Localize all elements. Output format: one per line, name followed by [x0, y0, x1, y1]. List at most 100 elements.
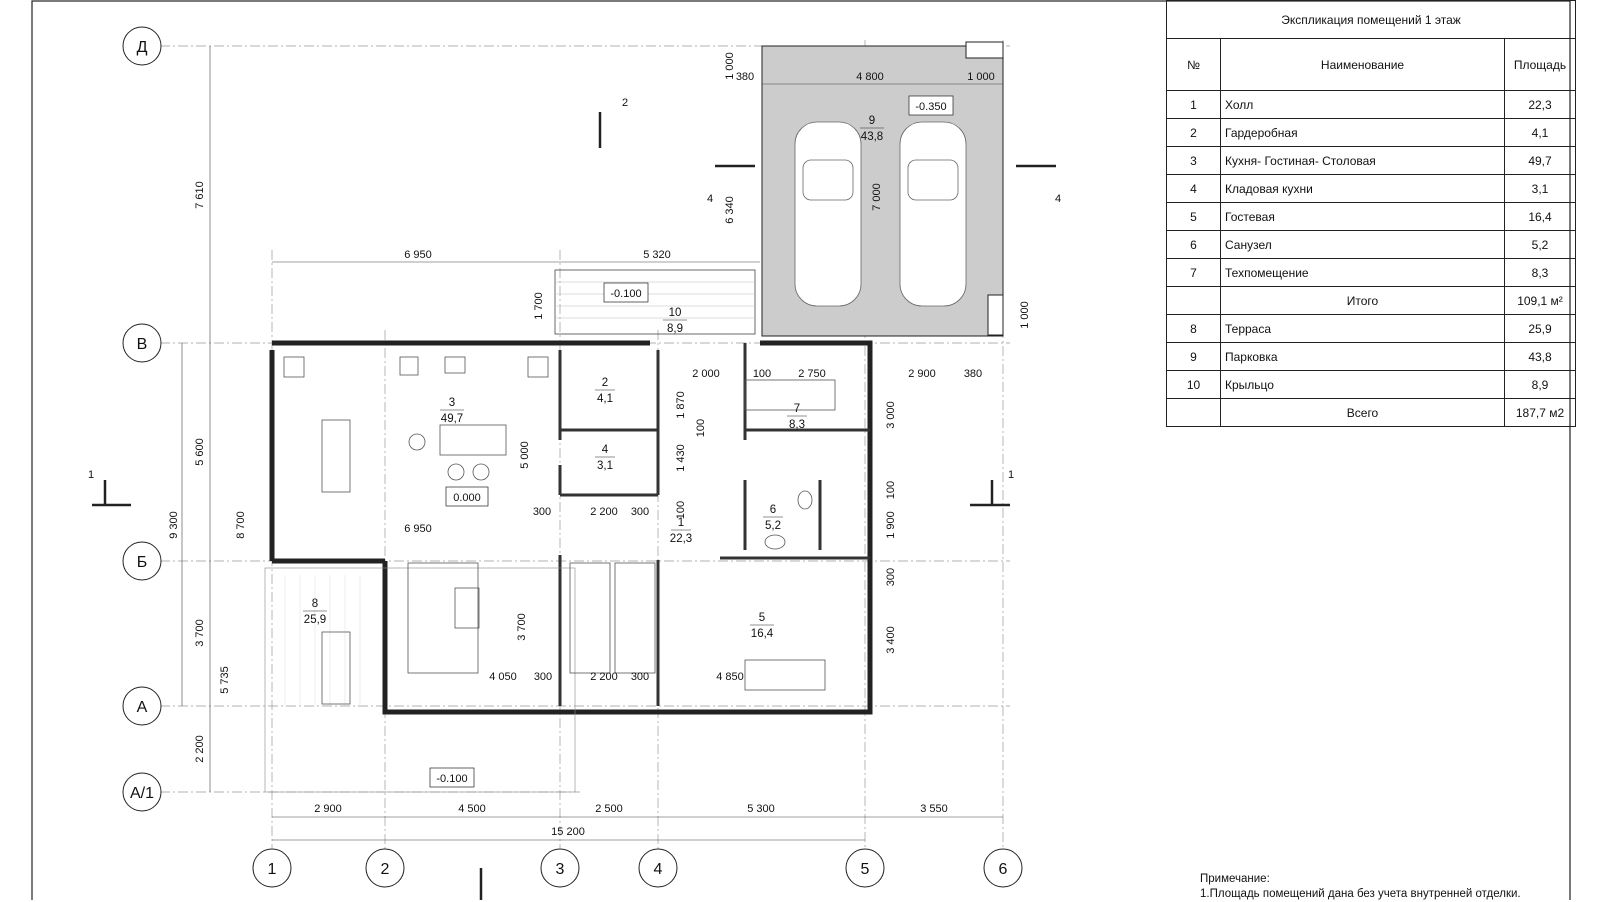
axis-label-col: 1 — [268, 861, 277, 878]
cell-number: 3 — [1166, 146, 1221, 175]
dimension-text: 8 700 — [235, 511, 247, 539]
cell-name: Гостевая — [1220, 202, 1505, 231]
column-header-area: Площадь — [1504, 38, 1576, 91]
dimension-text: 2 200 — [194, 735, 206, 763]
car-icon — [899, 121, 967, 307]
section-markers — [92, 112, 1056, 900]
dimension-text: 9 300 — [168, 511, 180, 539]
room-area: 3,1 — [597, 460, 613, 472]
room-explication-table: Экспликация помещений 1 этаж № Наименова… — [1166, 0, 1576, 427]
cell-number: 9 — [1166, 342, 1221, 371]
dimension-texts: 2 900 4 500 2 500 5 300 3 550 15 200 7 6… — [168, 52, 1031, 838]
dimension-lines — [181, 46, 1003, 841]
dimension-text: 3 550 — [920, 803, 948, 815]
cell-number: 8 — [1166, 314, 1221, 343]
garage-column — [987, 294, 1004, 336]
dimension-text: 4 850 — [716, 671, 744, 683]
subtotal-label: Итого — [1220, 286, 1505, 315]
cell-number: 6 — [1166, 230, 1221, 259]
dimension-text: 1 000 — [724, 52, 736, 80]
cell-area: 3,1 — [1504, 174, 1576, 203]
dimension-text: 380 — [736, 71, 754, 83]
dimension-text: 1 870 — [675, 391, 687, 419]
level-marks: 0.000 -0.100 -0.350 -0.100 — [429, 95, 954, 788]
dimension-text: 3 400 — [885, 626, 897, 654]
axis-label-row: В — [137, 336, 148, 353]
porch-outline — [554, 269, 756, 335]
room-number: 6 — [770, 504, 776, 516]
dimension-text: 5 000 — [519, 441, 531, 469]
garage-column — [965, 41, 1004, 59]
room-area: 8,9 — [667, 323, 683, 335]
cell-name: Кладовая кухни — [1220, 174, 1505, 203]
notes-block: Примечание: 1.Площадь помещений дана без… — [1200, 872, 1521, 902]
terrace-table-icon — [321, 631, 351, 705]
axis-bubble-row — [122, 686, 162, 726]
axis-label-col: 2 — [381, 861, 390, 878]
column-header-name: Наименование — [1220, 38, 1505, 91]
axis-bubble-col — [365, 848, 405, 888]
axis-label-row: А — [137, 699, 148, 716]
section-label: 1 — [88, 469, 94, 481]
sink-icon — [444, 356, 466, 374]
dimension-text: 2 900 — [314, 803, 342, 815]
terrace-outline — [264, 567, 576, 793]
section-label: 1 — [1008, 469, 1014, 481]
dimension-text: 100 — [753, 368, 771, 380]
section-label: 4 — [707, 193, 713, 205]
stove-icon — [399, 356, 419, 376]
table-title: Экспликация помещений 1 этаж — [1166, 0, 1576, 39]
total-area: 187,7 м2 — [1504, 398, 1576, 427]
room-area: 5,2 — [765, 520, 781, 532]
dimension-text: 380 — [964, 368, 982, 380]
room-number: 10 — [669, 307, 682, 319]
dimension-text: 3 700 — [516, 613, 528, 641]
dimension-text: 300 — [885, 568, 897, 586]
toilet-icon — [797, 490, 813, 510]
dimension-text: 300 — [533, 506, 551, 518]
axis-bubble-row — [122, 323, 162, 363]
car-icons — [794, 121, 967, 307]
axis-label-row: Б — [137, 554, 148, 571]
cell-area: 22,3 — [1504, 90, 1576, 119]
dimension-text: 100 — [675, 501, 687, 519]
dimension-text: 6 340 — [724, 196, 736, 224]
porch-steps — [555, 281, 755, 319]
exterior-walls — [269, 340, 873, 715]
section-labels: 1 1 2 4 4 — [88, 97, 1061, 481]
axis-label-row: А/1 — [130, 785, 154, 802]
cell-number: 7 — [1166, 258, 1221, 287]
dimension-text: 1 000 — [967, 71, 995, 83]
cell-number: 5 — [1166, 202, 1221, 231]
dimension-text: 4 500 — [458, 803, 486, 815]
room-number: 8 — [312, 598, 318, 610]
cell-area: 49,7 — [1504, 146, 1576, 175]
cell-area: 16,4 — [1504, 202, 1576, 231]
axis-bubble-col — [845, 848, 885, 888]
sofa-icon — [407, 562, 479, 674]
car-icon — [794, 121, 862, 307]
cabinet-icon — [527, 356, 549, 378]
axis-bubble-col — [638, 848, 678, 888]
dimension-text: 5 300 — [747, 803, 775, 815]
axis-label-row: Д — [137, 39, 148, 56]
bed-icon — [744, 659, 826, 691]
kitchen-island-icon — [439, 424, 507, 456]
room-labels: 1 22,3 2 4,1 3 49,7 4 3,1 5 16,4 6 5,2 7… — [303, 115, 884, 640]
dimension-text: 2 750 — [798, 368, 826, 380]
dimension-text: 2 900 — [908, 368, 936, 380]
dimension-text: 3 000 — [885, 401, 897, 429]
room-area: 8,3 — [789, 419, 805, 431]
cell-number: 1 — [1166, 90, 1221, 119]
section-label: 2 — [622, 97, 628, 109]
stair-icon — [614, 562, 656, 674]
room-area: 43,8 — [861, 131, 883, 143]
subtotal-area: 109,1 м² — [1504, 286, 1576, 315]
cell-name: Санузел — [1220, 230, 1505, 259]
fridge-icon — [283, 356, 305, 378]
